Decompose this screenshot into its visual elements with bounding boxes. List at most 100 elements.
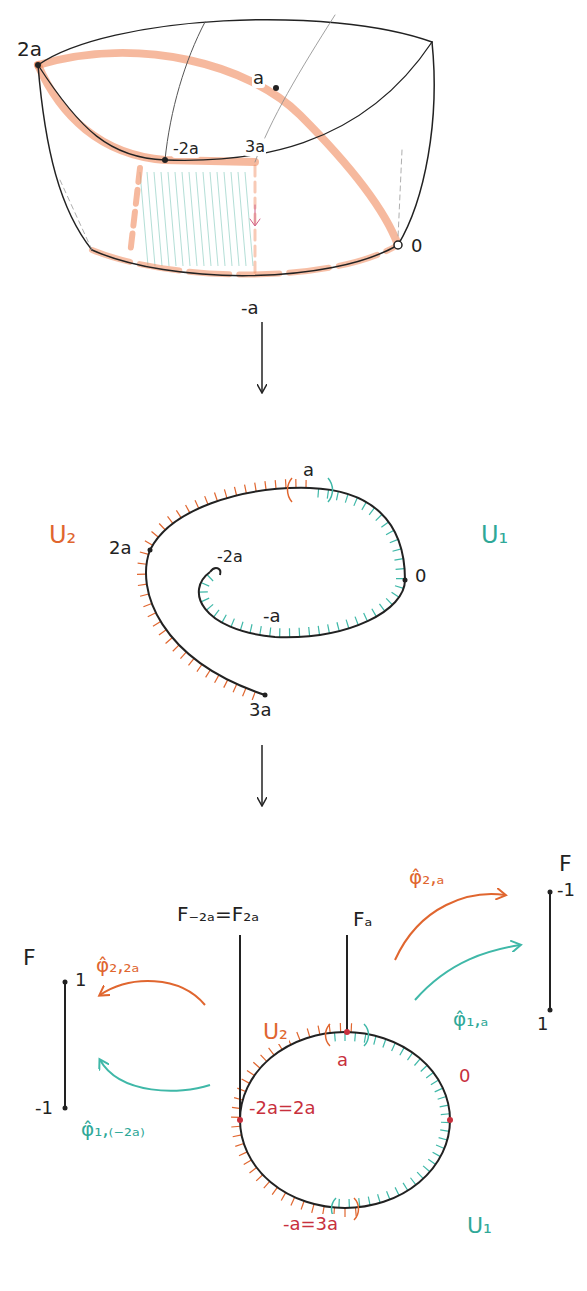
tick <box>301 1201 304 1209</box>
tick <box>354 498 358 506</box>
tick <box>354 1032 356 1041</box>
tick <box>231 172 239 266</box>
tick <box>256 1175 263 1181</box>
tick <box>215 675 219 683</box>
tick <box>189 172 197 266</box>
drawing-path <box>38 20 432 65</box>
tick <box>417 1172 423 1179</box>
tick <box>423 1166 430 1172</box>
point-label: 0 <box>414 566 427 586</box>
tick <box>435 1088 443 1092</box>
tick <box>364 613 368 621</box>
tick <box>159 630 166 635</box>
spiral-curve <box>146 488 310 695</box>
tick <box>374 1036 376 1045</box>
tick <box>224 680 228 688</box>
drawing-circle <box>447 1117 453 1123</box>
tick <box>224 172 232 266</box>
tick <box>140 172 148 266</box>
point-label: 3a <box>248 700 272 720</box>
fibre-line <box>346 935 348 1032</box>
spiral-curve <box>199 488 405 637</box>
tick <box>381 522 388 527</box>
bracket <box>326 1024 331 1046</box>
tick <box>214 493 217 502</box>
tick <box>307 1028 310 1037</box>
tick <box>140 552 149 554</box>
tick <box>168 172 176 266</box>
tick <box>260 626 262 635</box>
tick <box>346 620 349 629</box>
tick <box>372 609 377 617</box>
tick <box>235 1144 244 1147</box>
tick <box>255 483 256 492</box>
bracket <box>288 478 293 502</box>
point-label: -a=3a <box>282 1214 339 1234</box>
tick <box>345 494 348 503</box>
tick <box>291 1197 295 1205</box>
tick <box>438 1096 447 1099</box>
tick <box>206 670 211 678</box>
tick <box>175 172 183 266</box>
tick <box>265 481 266 490</box>
tick <box>395 1187 399 1195</box>
tick <box>233 1135 242 1137</box>
tick <box>214 610 219 617</box>
tick <box>394 559 403 561</box>
point-label: -a <box>262 606 282 626</box>
open-set-ticks <box>137 479 405 700</box>
tick <box>336 491 338 500</box>
tick <box>383 1039 386 1047</box>
tick <box>245 485 247 494</box>
map-label: φ̂₁,₍₋₂ₐ₎ <box>80 1118 146 1140</box>
tick <box>166 638 173 644</box>
tick <box>379 604 384 611</box>
tick <box>138 563 147 564</box>
open-set-label: U₂ <box>262 1020 289 1044</box>
bracket <box>364 1024 369 1046</box>
fibre-label: F <box>558 852 573 876</box>
fibre-label: Fₐ <box>352 908 373 930</box>
tick <box>289 628 290 637</box>
tick <box>441 1113 450 1115</box>
interval <box>64 982 66 1108</box>
tick <box>152 532 159 538</box>
tick <box>269 1048 274 1055</box>
tick <box>440 1105 449 1107</box>
tick <box>410 1178 415 1185</box>
point-label: 2a <box>108 538 132 558</box>
tick <box>138 584 147 585</box>
drawing-path <box>398 150 402 238</box>
tick <box>247 1070 254 1075</box>
tick <box>364 1034 366 1043</box>
tick <box>362 502 366 510</box>
tick <box>395 586 404 589</box>
tick <box>355 617 358 625</box>
tick <box>318 1026 320 1035</box>
map-arrow <box>100 1060 210 1091</box>
tick <box>217 172 225 266</box>
tick <box>168 516 173 523</box>
tick <box>436 1145 444 1148</box>
tick <box>392 592 399 597</box>
tick <box>186 505 190 513</box>
point-label: 0 <box>458 1066 471 1086</box>
drawing-circle <box>237 1117 243 1123</box>
fibre-line <box>239 935 241 1120</box>
drawing-circle <box>273 85 279 91</box>
tick <box>318 626 319 635</box>
tick <box>421 1065 428 1071</box>
tick <box>308 627 310 636</box>
tick <box>145 541 153 546</box>
base-circle <box>240 1032 450 1208</box>
bracket <box>328 478 333 502</box>
tick <box>199 591 208 592</box>
map-arrow <box>395 894 505 960</box>
down-arrow <box>261 745 263 805</box>
tick <box>285 479 287 488</box>
point-label: 2a <box>16 38 43 60</box>
tick <box>243 688 246 696</box>
open-set-label: U₁ <box>480 522 509 548</box>
tick <box>351 1023 353 1032</box>
tick <box>387 1191 390 1199</box>
